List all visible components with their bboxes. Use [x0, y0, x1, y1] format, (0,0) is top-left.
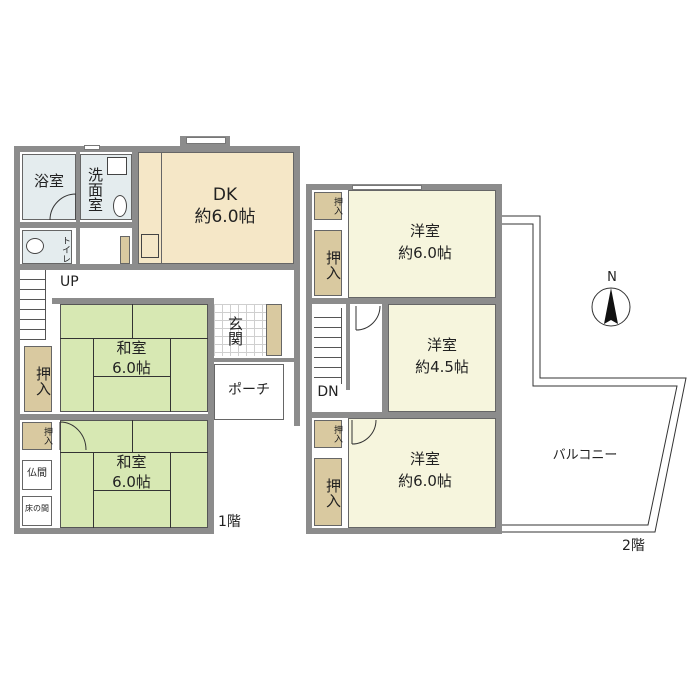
door-swing: [355, 305, 381, 331]
tatami-seam: [170, 338, 171, 412]
wall: [14, 222, 134, 228]
oshiire-small2: [314, 420, 342, 448]
tatami-seam: [93, 376, 170, 377]
oshiire-small2-label: 押入: [332, 425, 342, 443]
stairs-up: [20, 270, 46, 340]
wall: [382, 304, 388, 418]
kitchen-counter: [139, 153, 162, 264]
wall: [52, 298, 214, 304]
door-swing: [59, 421, 87, 451]
butsuma-label: 仏間: [27, 468, 47, 479]
oshiire-big1: [314, 230, 342, 296]
wall: [346, 304, 350, 390]
oshiire2-label: 押入: [42, 427, 52, 445]
wall: [496, 184, 502, 534]
tatami-seam: [93, 338, 94, 412]
balcony-label: バルコニー: [552, 448, 618, 463]
window: [186, 137, 226, 144]
window: [84, 145, 100, 150]
north-arrow-icon: [591, 287, 631, 327]
bath-room: [22, 154, 76, 220]
oshiire-small1: [314, 192, 342, 220]
wall: [14, 528, 214, 534]
youshitsu2-room: [388, 304, 496, 412]
wall: [214, 358, 300, 362]
wall: [14, 146, 300, 152]
floor2-label: 2階: [622, 538, 645, 554]
sink-icon: [113, 195, 127, 217]
oshiire-small1-label: 押入: [332, 197, 342, 215]
window: [352, 185, 422, 190]
kitchen-sink-icon: [141, 234, 159, 258]
washitsu1-room: [60, 304, 208, 412]
washroom-label: 洗面室: [86, 166, 104, 212]
porch-label: ポーチ: [228, 382, 270, 398]
washitsu1-name: 和室: [116, 339, 147, 357]
tokonoma: [22, 496, 52, 526]
washitsu1-size: 6.0帖: [112, 359, 151, 377]
wall: [306, 528, 502, 534]
youshitsu1-size: 約6.0帖: [398, 244, 452, 262]
tatami-seam: [170, 452, 171, 528]
youshitsu1-name: 洋室: [409, 222, 440, 240]
tokonoma-label: 床の間: [25, 504, 49, 513]
porch-area: [214, 364, 284, 420]
door-swing: [351, 419, 377, 445]
oshiire-big1-label: 押入: [324, 250, 342, 280]
stairs-down: [314, 308, 342, 384]
stairs-up-label: UP: [60, 274, 79, 290]
toilet-label: トイレ: [60, 235, 70, 263]
youshitsu3-size: 約6.0帖: [398, 472, 452, 490]
wall: [76, 146, 80, 270]
washitsu2-room: [60, 420, 208, 528]
hallway-closet: [120, 236, 130, 264]
wall: [208, 398, 214, 534]
wall: [208, 298, 214, 398]
youshitsu1-room: [348, 190, 496, 298]
wall: [306, 298, 502, 304]
youshitsu2-name: 洋室: [426, 336, 457, 354]
genkan-label: 玄関: [226, 316, 244, 346]
wall: [294, 146, 300, 426]
toilet-icon: [26, 238, 44, 254]
compass-north-label: N: [607, 270, 617, 285]
floor1-label: 1階: [218, 514, 241, 530]
wall: [14, 414, 214, 420]
washitsu2-size: 6.0帖: [112, 473, 151, 491]
stairs-down-label: DN: [317, 384, 339, 400]
wall: [306, 184, 312, 534]
wall: [132, 146, 138, 270]
oshiire1-label: 押入: [34, 366, 52, 396]
tatami-seam: [60, 338, 208, 339]
washitsu2-name: 和室: [116, 453, 147, 471]
dk-name: DK: [212, 185, 238, 205]
wall: [14, 264, 300, 270]
shoe-closet: [266, 304, 282, 356]
washing-machine-icon: [107, 157, 127, 175]
genkan-area: [214, 304, 266, 356]
tatami-seam: [93, 490, 170, 491]
bath-label: 浴室: [33, 172, 64, 190]
oshiire1: [24, 346, 52, 412]
tatami-seam: [60, 452, 208, 453]
dk-room: [138, 152, 294, 264]
oshiire2: [22, 422, 52, 450]
wall: [306, 412, 502, 418]
dk-size: 約6.0帖: [194, 207, 256, 227]
tatami-seam: [132, 420, 133, 452]
oshiire-big2-label: 押入: [324, 478, 342, 508]
youshitsu3-name: 洋室: [409, 450, 440, 468]
tatami-seam: [132, 304, 133, 338]
youshitsu3-room: [348, 418, 496, 528]
oshiire-big2: [314, 458, 342, 526]
butsuma: [22, 460, 52, 490]
youshitsu2-size: 約4.5帖: [415, 358, 469, 376]
wall: [14, 146, 20, 534]
